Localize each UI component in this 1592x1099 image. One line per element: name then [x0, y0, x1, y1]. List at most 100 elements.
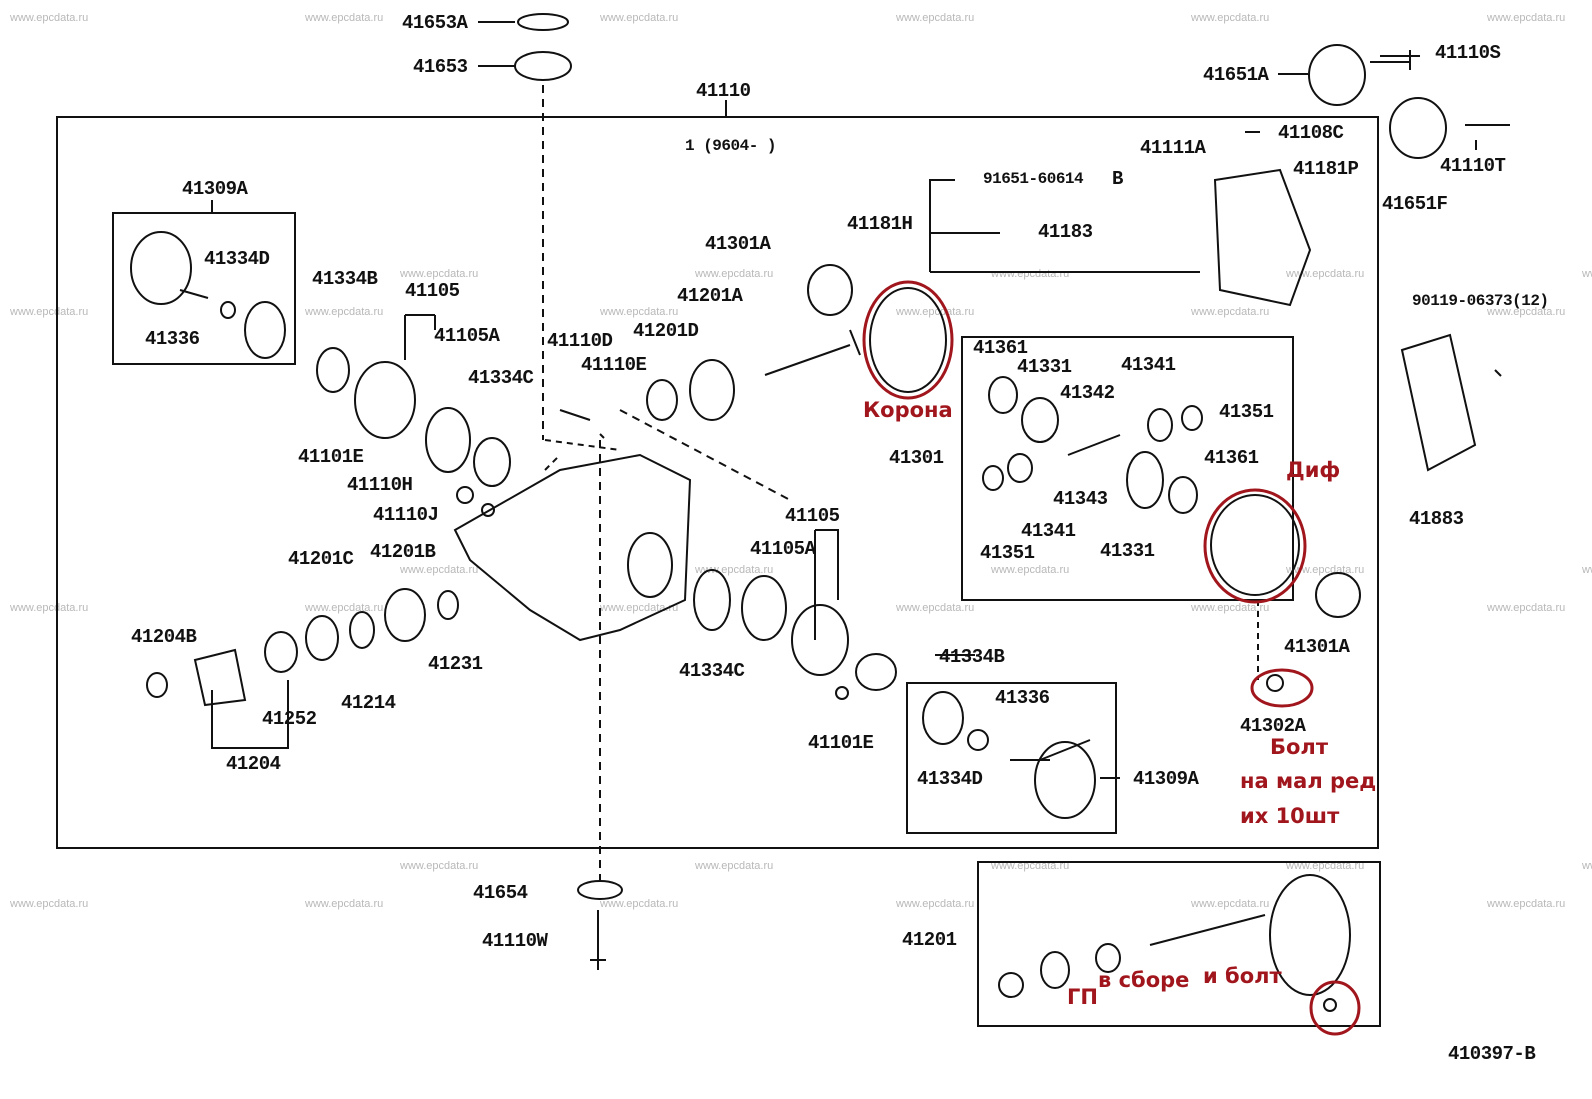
watermark-text: www.epcdata.ru [896, 602, 975, 614]
part-number-label: 41883 [1409, 508, 1464, 530]
dashed-axis [542, 85, 601, 880]
main-assembly-frame [56, 116, 1379, 849]
watermark-text: www.epcdata.ru [10, 602, 89, 614]
watermark-text: www.epcdata.ru [695, 860, 774, 872]
flange-box-left [112, 212, 296, 365]
part-number-label: 41334C [468, 367, 534, 389]
part-number-label: 90119-06373(12) [1412, 292, 1549, 310]
part-number-label: 41101E [298, 446, 364, 468]
part-number-label: B [1112, 168, 1123, 190]
part-number-label: 41651A [1203, 64, 1269, 86]
part-number-label: 41309A [1133, 768, 1199, 790]
part-number-label: 41101E [808, 732, 874, 754]
diff-highlight-circle [1203, 488, 1307, 604]
watermark-text: www.epcdata.ru [1191, 898, 1270, 910]
watermark-text: www.epcdata.ru [1286, 268, 1365, 280]
part-number-label: 41351 [980, 542, 1035, 564]
part-number-label: 41653 [413, 56, 468, 78]
differential-box [961, 336, 1294, 601]
annotation-diff: Диф [1286, 458, 1341, 482]
watermark-text: www.epcdata.ru [600, 898, 679, 910]
part-number-label: 41201C [288, 548, 354, 570]
watermark-text: www.epcdata.ru [305, 12, 384, 24]
watermark-text: www.epcdata.ru [600, 602, 679, 614]
part-number-label: 41351 [1219, 401, 1274, 423]
part-number-label: 41653A [402, 12, 468, 34]
part-number-label: 41341 [1121, 354, 1176, 376]
cover-bracket [929, 179, 1200, 273]
part-number-label: 41201B [370, 541, 436, 563]
part-number-label: 41343 [1053, 488, 1108, 510]
housing [453, 453, 692, 642]
part-number-label: 41342 [1060, 382, 1115, 404]
part-number-label: 41336 [145, 328, 200, 350]
part-number-label: 41110T [1440, 155, 1506, 177]
part-number-label: 41110S [1435, 42, 1501, 64]
part-number-label: 41201 [902, 929, 957, 951]
watermark-text: www.epcdata.ru [400, 860, 479, 872]
watermark-text: www.epcdata.ru [305, 898, 384, 910]
watermark-text: www.epcdata.ru [1582, 564, 1592, 576]
watermark-text: www.epcdata.ru [1582, 860, 1592, 872]
watermark-text: www.epcdata.ru [1191, 306, 1270, 318]
part-number-label: 41181P [1293, 158, 1359, 180]
watermark-text: www.epcdata.ru [1487, 12, 1566, 24]
watermark-text: www.epcdata.ru [10, 12, 89, 24]
part-number-label: 91651-60614 [983, 170, 1084, 188]
part-number-label: 41110W [482, 930, 548, 952]
part-number-label: 41301A [1284, 636, 1350, 658]
part-number-label: 41654 [473, 882, 528, 904]
part-number-label: 41334D [917, 768, 983, 790]
annotation-assembly: в сборе [1098, 968, 1190, 992]
watermark-text: www.epcdata.ru [400, 268, 479, 280]
gear-set-box [977, 861, 1381, 1027]
watermark-text: www.epcdata.ru [1487, 306, 1566, 318]
part-number-label: 41201D [633, 320, 699, 342]
part-number-label: 41361 [973, 337, 1028, 359]
part-number-label: 41110J [373, 504, 439, 526]
part-number-label: 41111A [1140, 137, 1206, 159]
part-number-label: 41183 [1038, 221, 1093, 243]
watermark-text: www.epcdata.ru [1487, 602, 1566, 614]
part-number-label: 41334B [939, 646, 1005, 668]
bolt-highlight-circle [1250, 668, 1314, 708]
watermark-text: www.epcdata.ru [10, 898, 89, 910]
watermark-text: www.epcdata.ru [695, 268, 774, 280]
part-number-label: 41204 [226, 753, 281, 775]
part-number-label: 41181H [847, 213, 913, 235]
watermark-text: www.epcdata.ru [991, 564, 1070, 576]
watermark-text: www.epcdata.ru [896, 12, 975, 24]
part-number-label: 41110 [696, 80, 751, 102]
watermark-text: www.epcdata.ru [1191, 12, 1270, 24]
watermark-text: www.epcdata.ru [305, 602, 384, 614]
annotation-bolt: Болт [1270, 735, 1328, 759]
part-number-label: 41336 [995, 687, 1050, 709]
part-number-label: 41105A [750, 538, 816, 560]
part-number-label: 41331 [1017, 356, 1072, 378]
watermark-text: www.epcdata.ru [400, 564, 479, 576]
part-number-label: 41301A [705, 233, 771, 255]
part-number-label: 41105 [405, 280, 460, 302]
part-number-label: 41204B [131, 626, 197, 648]
annotation-crown: Корона [863, 398, 953, 422]
gearset-bolt-highlight-circle [1309, 980, 1361, 1036]
part-number-label: 41651F [1382, 193, 1448, 215]
part-number-label: 41105A [434, 325, 500, 347]
watermark-text: www.epcdata.ru [1487, 898, 1566, 910]
part-number-label: 41302A [1240, 715, 1306, 737]
watermark-text: www.epcdata.ru [305, 306, 384, 318]
watermark-text: www.epcdata.ru [1191, 602, 1270, 614]
part-number-label: 41341 [1021, 520, 1076, 542]
watermark-text: www.epcdata.ru [896, 306, 975, 318]
part-number-label: 41108C [1278, 122, 1344, 144]
annotation-and-bolt: и болт [1203, 964, 1282, 988]
part-number-label: 41110E [581, 354, 647, 376]
part-number-label: 41201A [677, 285, 743, 307]
watermark-text: www.epcdata.ru [600, 12, 679, 24]
part-number-label: 41110D [547, 330, 613, 352]
part-number-label: 41105 [785, 505, 840, 527]
part-number-label: 41334B [312, 268, 378, 290]
watermark-text: www.epcdata.ru [695, 564, 774, 576]
